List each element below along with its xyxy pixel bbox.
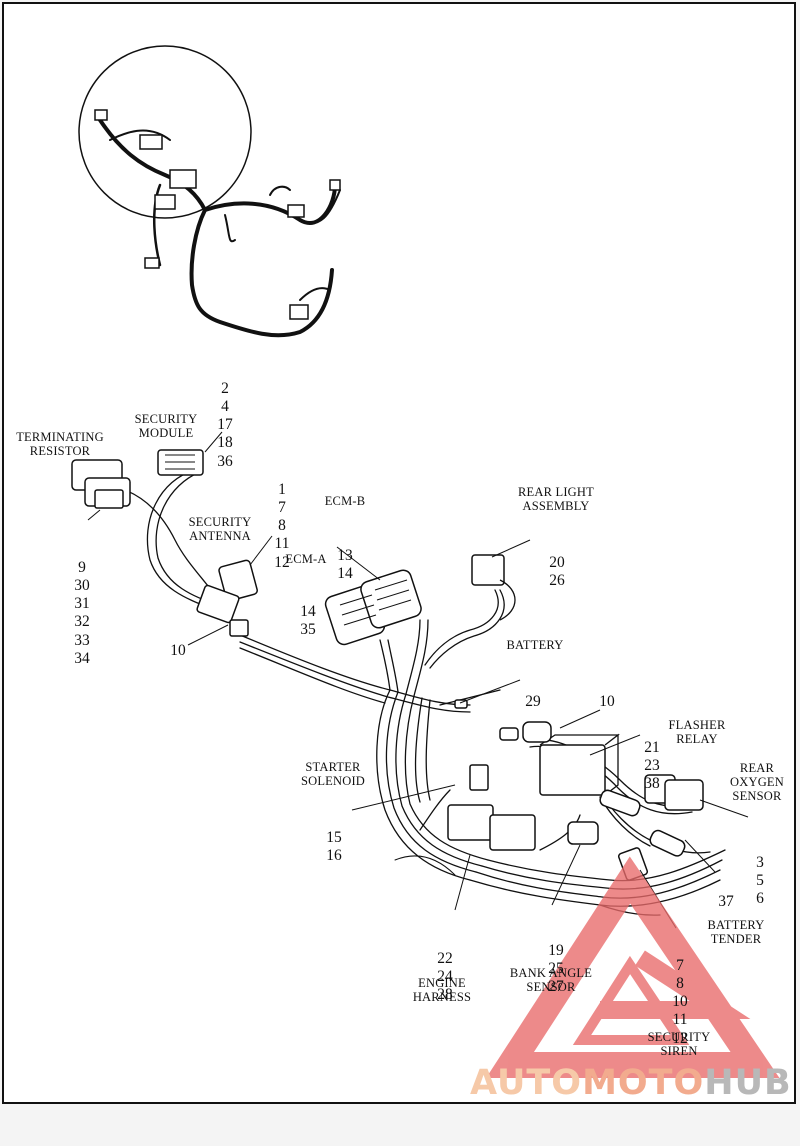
detail-circle <box>78 45 252 219</box>
terminating-resistor-label: TERMINATING RESISTOR <box>16 430 104 458</box>
watermark-moto: MOTO <box>582 1063 705 1103</box>
connectors <box>71 449 704 881</box>
ecm-b-label: ECM-B <box>324 494 366 508</box>
flasher-relay-label: FLASHER RELAY <box>668 718 726 746</box>
bank-angle-sensor-label: BANK ANGLE SENSOR <box>509 966 593 994</box>
rear-light-assembly-label: REAR LIGHT ASSEMBLY <box>518 485 594 513</box>
engine-harness-label: ENGINE HARNESS <box>412 976 472 1004</box>
overview-harness <box>94 109 341 338</box>
watermark-auto: AUTO <box>470 1063 583 1103</box>
battery-tender-part-number: 37 <box>718 893 734 910</box>
security-siren-label: SECURITY SIREN <box>647 1030 711 1058</box>
watermark-hub: HUB <box>704 1063 792 1103</box>
battery-label: BATTERY <box>506 638 564 652</box>
watermark-triangle <box>486 856 780 1078</box>
battery-tender-label: BATTERY TENDER <box>707 918 765 946</box>
battery-part-numbers: 29 <box>525 692 541 710</box>
starter-solenoid-label: STARTER SOLENOID <box>300 760 366 788</box>
security-module-label: SECURITY MODULE <box>134 412 198 440</box>
connector-10-right-label: 10 <box>599 693 615 710</box>
connector-10-left-label: 10 <box>170 642 186 659</box>
security-antenna-label: SECURITY ANTENNA <box>188 515 252 543</box>
rear-oxygen-sensor-label: REAR OXYGEN SENSOR <box>730 761 784 803</box>
ecm-a-label: ECM-A <box>285 552 327 566</box>
watermark-logo: AUTOMOTOHUB <box>470 1063 792 1103</box>
